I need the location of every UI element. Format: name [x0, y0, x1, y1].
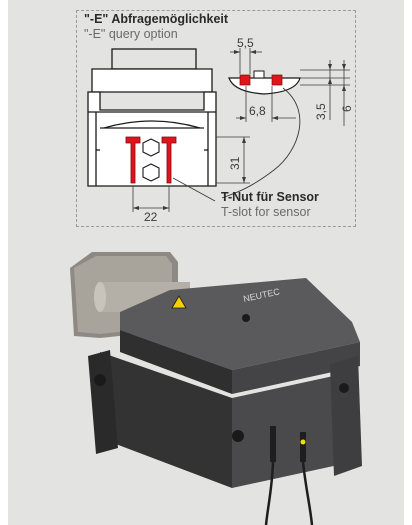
- dimension-label-3-5: 3,5: [314, 103, 328, 120]
- tslot-sensors-front: [125, 136, 177, 184]
- tslot-label-english: T-slot for sensor: [221, 205, 311, 219]
- slot-section-detail: [228, 70, 301, 95]
- detail-subtitle: "-E" query option: [84, 27, 178, 41]
- section-arrows: [234, 50, 346, 120]
- tslot-leader-line: [172, 177, 216, 202]
- section-leader-curve: [221, 87, 301, 199]
- dimension-label-5-5: 5,5: [237, 36, 254, 50]
- dimension-31-lines: [132, 136, 250, 212]
- detail-drawing-box: [76, 10, 356, 227]
- detail-title: "-E" Abfragemöglichkeit: [84, 12, 229, 26]
- dimension-label-6-8: 6,8: [249, 104, 266, 118]
- dimension-arrows: [133, 137, 246, 210]
- dimension-label-31: 31: [228, 156, 242, 170]
- tslot-label-german: T-Nut für Sensor: [221, 190, 319, 204]
- gripper-product-render: [70, 252, 362, 525]
- dimension-label-22: 22: [144, 210, 158, 224]
- dimension-label-6: 6: [340, 105, 354, 112]
- hex-nuts: [142, 138, 160, 182]
